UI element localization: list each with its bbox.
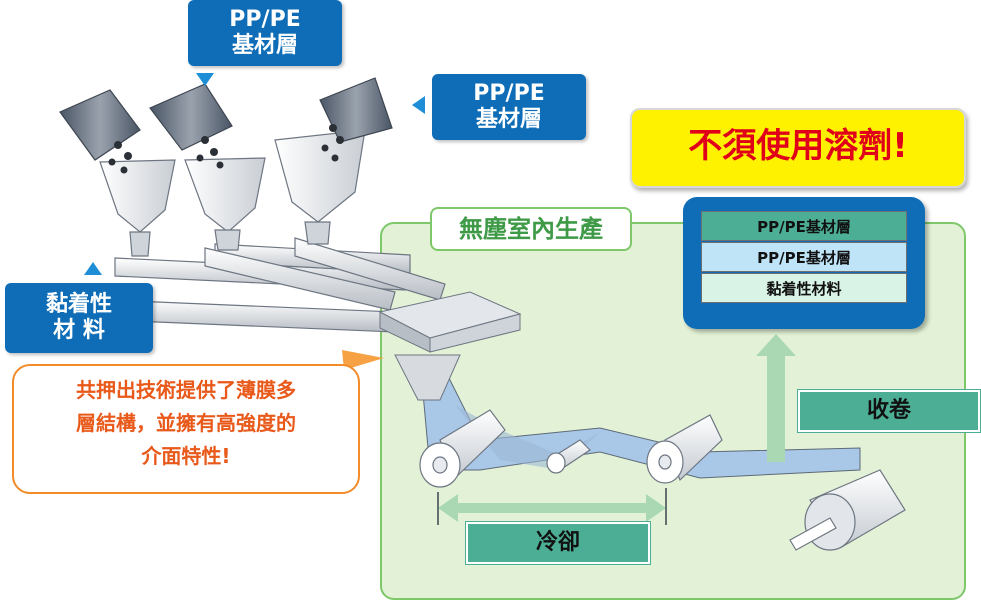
top-substrate-label: PP/PE 基材層 [188, 0, 342, 66]
clean-room-title: 無塵室內生產 [430, 207, 632, 251]
coextrusion-callout: 共押出技術提供了薄膜多 層結構，並擁有高強度的 介面特性! [12, 364, 360, 494]
solvent-free-banner: 不須使用溶劑! [630, 108, 966, 188]
adhesive-pointer [84, 262, 102, 275]
callout-line3: 介面特性! [141, 444, 231, 468]
top-substrate-line2: 基材層 [231, 33, 298, 58]
right-substrate-pointer [412, 96, 425, 114]
right-substrate-label: PP/PE 基材層 [432, 74, 586, 140]
right-substrate-line2: 基材層 [475, 107, 542, 132]
right-substrate-line1: PP/PE [473, 81, 545, 106]
layer-1: PP/PE基材層 [701, 211, 907, 241]
callout-line2: 層結構，並擁有高強度的 [76, 411, 296, 435]
adhesive-line2: 材 料 [53, 318, 105, 343]
callout-line1: 共押出技術提供了薄膜多 [76, 378, 296, 402]
layer-structure-panel: PP/PE基材層 PP/PE基材層 黏着性材料 [683, 197, 925, 329]
top-substrate-line1: PP/PE [229, 7, 301, 32]
callout-pointer [342, 350, 384, 370]
adhesive-label: 黏着性 材 料 [5, 283, 153, 353]
adhesive-line1: 黏着性 [45, 292, 112, 317]
layer-2: PP/PE基材層 [701, 242, 907, 272]
layer-3: 黏着性材料 [701, 273, 907, 303]
winding-label: 收卷 [798, 390, 980, 432]
cooling-label: 冷卻 [466, 522, 650, 564]
top-substrate-pointer [196, 73, 214, 86]
